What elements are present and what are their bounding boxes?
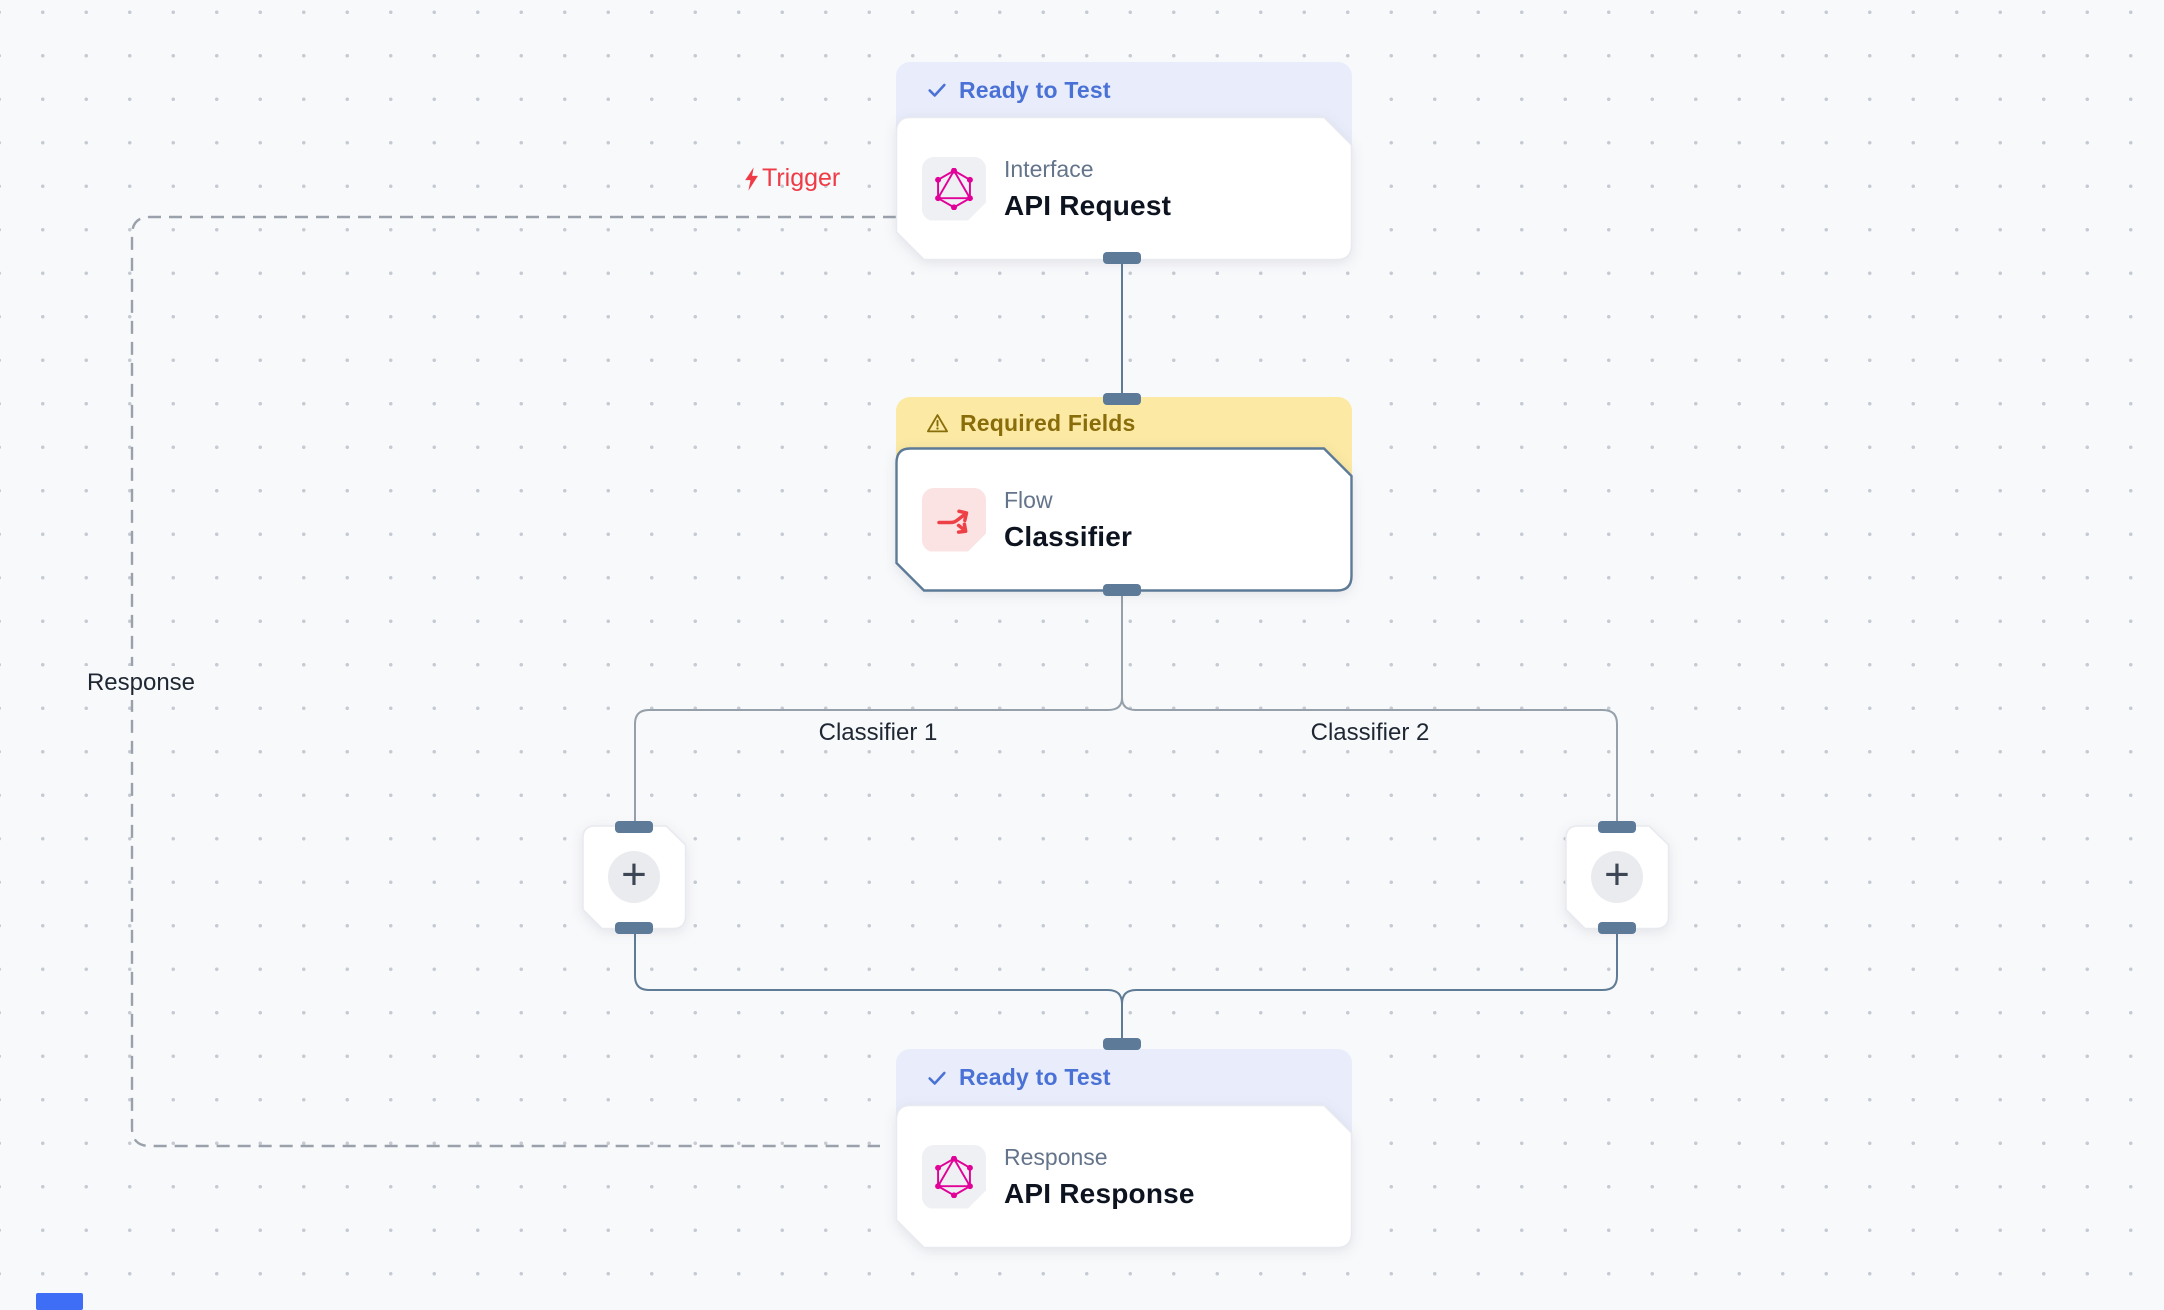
edge-merge-right[interactable] [1121,928,1618,1044]
graphql-icon [933,1156,975,1198]
branch-split-icon [934,500,974,540]
plus-icon: + [621,850,647,899]
connection-handle[interactable] [1103,393,1141,405]
connection-handle[interactable] [1598,922,1636,934]
node-title: API Request [1004,189,1172,221]
trigger-label-text: Trigger [762,164,841,192]
plus-icon: + [1604,850,1630,899]
add-step-button[interactable]: + [608,851,660,903]
branch-left-label: Classifier 1 [818,719,938,746]
node-icon-tile [922,157,986,221]
status-text: Ready to Test [959,76,1111,103]
check-icon [928,1071,946,1085]
node-kind: Flow [1004,486,1053,513]
edge-merge-left[interactable] [634,928,1123,1044]
node-kind: Interface [1004,155,1094,182]
status-text: Ready to Test [959,1064,1111,1090]
horizontal-scrollbar-thumb[interactable] [36,1293,83,1310]
trigger-label: Trigger [742,164,840,193]
node-title: Classifier [1004,520,1133,552]
connection-handle[interactable] [1103,1038,1141,1050]
check-icon [928,83,946,97]
status-text: Required Fields [960,409,1136,436]
graphql-icon [933,168,975,210]
edge-branch-right[interactable] [1121,592,1618,826]
lightning-bolt-icon [745,166,758,191]
connection-handle[interactable] [615,821,653,833]
node-icon-tile [922,488,986,552]
node-add-step-left[interactable]: + [582,821,687,934]
node-card[interactable] [895,447,1353,593]
edge-response-loop[interactable] [130,215,896,1148]
add-step-button[interactable]: + [1591,851,1643,903]
connection-handle[interactable] [1598,821,1636,833]
node-classifier[interactable]: Required Fields Flow Classifier [895,393,1353,597]
node-icon-tile [922,1145,986,1209]
node-title: API Response [1004,1177,1195,1209]
node-card[interactable] [895,1104,1353,1250]
node-card[interactable] [895,116,1353,262]
edge-branch-left[interactable] [634,592,1123,826]
node-api-request[interactable]: Ready to Test [895,62,1353,264]
node-api-response[interactable]: Ready to Test [895,1038,1353,1253]
node-add-step-right[interactable]: + [1565,821,1670,934]
warning-triangle-icon [927,413,948,432]
connection-handle[interactable] [1103,252,1141,264]
connection-handle[interactable] [1103,584,1141,596]
branch-right-label: Classifier 2 [1310,719,1430,746]
response-edge-label: Response [72,666,210,700]
connection-handle[interactable] [615,922,653,934]
node-kind: Response [1004,1143,1108,1170]
